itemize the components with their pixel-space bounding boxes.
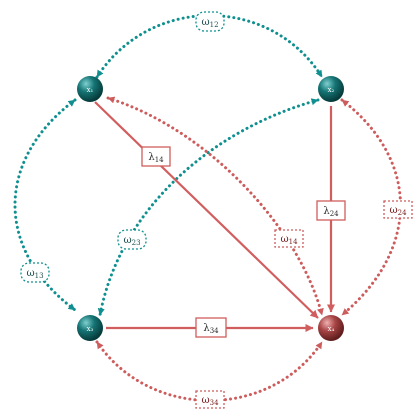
edge-omega-24 bbox=[340, 98, 402, 317]
node-x2[interactable]: x₂ bbox=[318, 76, 344, 102]
label-lambda-24: λ24 bbox=[316, 200, 346, 221]
svg-text:ω23: ω23 bbox=[123, 235, 140, 247]
edge-omega-14 bbox=[106, 96, 324, 317]
edge-omega-23 bbox=[97, 98, 320, 317]
label-omega-34: ω34 bbox=[195, 390, 225, 409]
svg-text:λ34: λ34 bbox=[203, 323, 219, 335]
svg-text:ω13: ω13 bbox=[26, 268, 43, 280]
svg-text:λ14: λ14 bbox=[148, 152, 164, 164]
edge-omega-13 bbox=[13, 98, 77, 312]
svg-text:ω14: ω14 bbox=[280, 234, 298, 246]
svg-text:ω24: ω24 bbox=[389, 205, 407, 217]
label-omega-12: ω12 bbox=[195, 11, 225, 32]
node-x4[interactable]: x₄ bbox=[318, 315, 344, 341]
svg-text:ω34: ω34 bbox=[201, 395, 219, 407]
edge-lambda-14 bbox=[94, 101, 319, 319]
svg-text:ω12: ω12 bbox=[201, 17, 218, 29]
node-x3[interactable]: x₃ bbox=[77, 315, 103, 341]
svg-text:x₁: x₁ bbox=[87, 86, 94, 94]
label-lambda-14: λ14 bbox=[141, 146, 171, 167]
svg-text:x₂: x₂ bbox=[328, 86, 335, 94]
svg-text:x₃: x₃ bbox=[87, 325, 94, 333]
label-omega-24: ω24 bbox=[383, 200, 413, 219]
svg-text:x₄: x₄ bbox=[328, 325, 335, 333]
label-omega-23: ω23 bbox=[117, 229, 147, 250]
label-omega-14: ω14 bbox=[274, 229, 304, 248]
label-omega-13: ω13 bbox=[20, 262, 50, 283]
label-lambda-34: λ34 bbox=[195, 317, 227, 338]
svg-text:λ24: λ24 bbox=[323, 206, 339, 218]
node-x1[interactable]: x₁ bbox=[77, 76, 103, 102]
